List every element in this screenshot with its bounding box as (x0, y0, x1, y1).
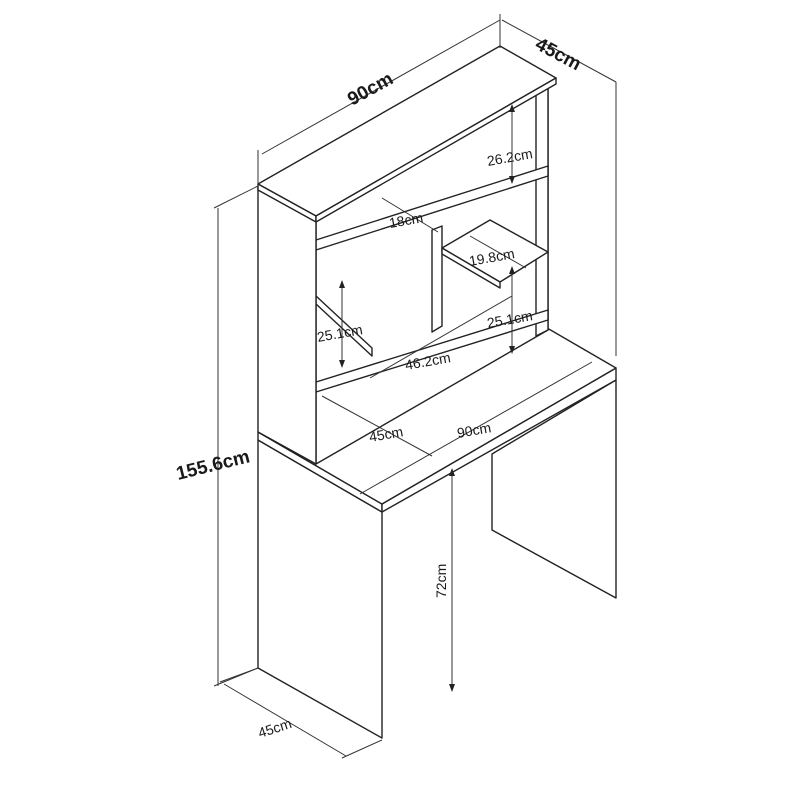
right-compartment-label: 25.1cm (486, 307, 534, 331)
desk-depth-label: 45cm (368, 423, 404, 445)
base-depth-label: 45cm (256, 715, 294, 741)
small-shelf-label: 19.8cm (468, 245, 516, 269)
top-width-dim-line (261, 19, 501, 155)
dimension-lines (213, 14, 617, 759)
arrow (339, 280, 345, 288)
compartment-width-dim-line (369, 295, 513, 379)
shelf-depth-label: 18cm (388, 209, 424, 231)
right-leg-panel (491, 379, 617, 599)
desk-height-label: 72cm (433, 564, 449, 598)
left-compartment-label: 25.1cm (316, 321, 364, 345)
hutch-small-shelf-edge (441, 247, 501, 289)
tick (213, 185, 259, 209)
total-height-label: 155.6cm (174, 446, 252, 485)
arrow (449, 468, 455, 476)
arrow (509, 346, 515, 354)
hutch-top-side-edge (315, 77, 557, 223)
base-depth-dim-line (223, 683, 347, 757)
arrow (509, 266, 515, 274)
top-depth-dim-line (501, 19, 617, 83)
arrow (509, 176, 515, 184)
top-width-label: 90cm (344, 68, 397, 110)
hutch-right-panel (535, 83, 549, 337)
upper-shelf-label: 26.2cm (486, 145, 534, 169)
tick (341, 739, 383, 759)
hutch (257, 45, 557, 465)
compartment-width-label: 46.2cm (404, 349, 452, 373)
small-shelf-dim-line (469, 235, 527, 269)
desk-width-dim-line (359, 361, 593, 495)
arrow (509, 104, 515, 112)
desk-width-label: 90cm (456, 419, 492, 441)
tick (219, 667, 259, 683)
shelf-depth-dim-line (381, 197, 439, 233)
hutch-divider (431, 225, 443, 333)
desk-depth-dim-line (321, 395, 433, 457)
arrow (339, 360, 345, 368)
desk (257, 295, 617, 739)
arrow (449, 684, 455, 692)
hutch-left-panel (257, 185, 317, 465)
